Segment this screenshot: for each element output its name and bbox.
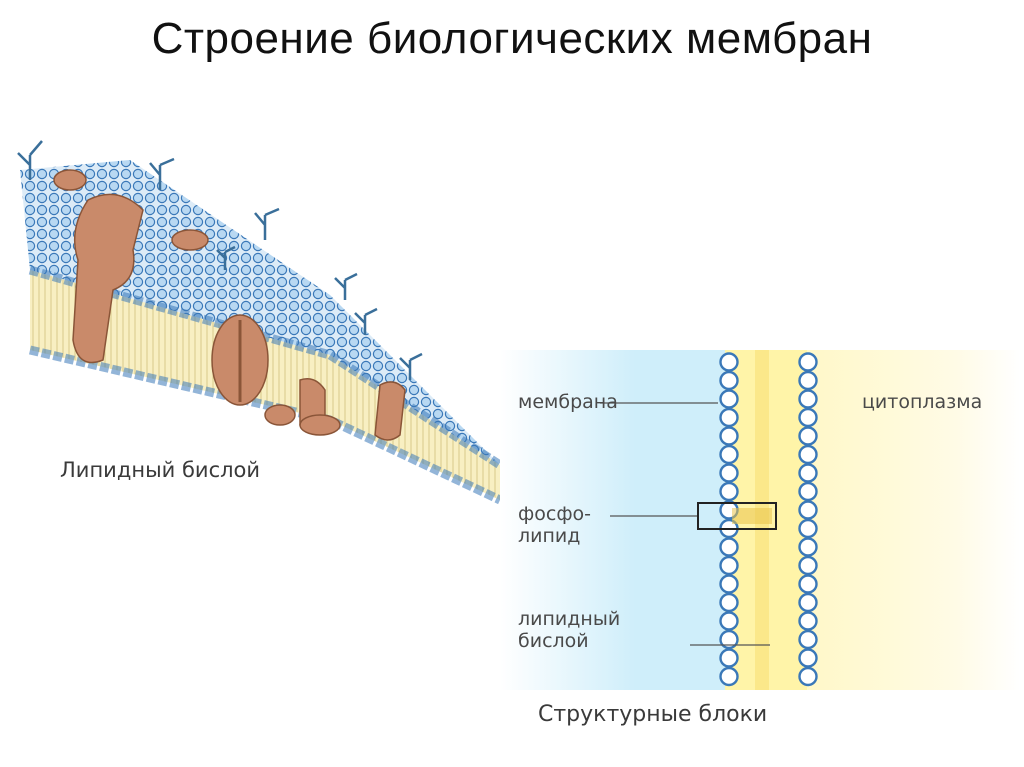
phospholipid-label: фосфо- липид bbox=[518, 503, 628, 547]
phospholipid-head bbox=[719, 555, 739, 576]
phospholipid-head bbox=[719, 592, 739, 613]
phospholipid-head bbox=[798, 518, 818, 539]
phospholipid-head bbox=[798, 500, 818, 520]
phospholipid-head bbox=[719, 574, 739, 594]
phospholipid-head bbox=[719, 444, 739, 465]
phospholipid-head bbox=[798, 611, 818, 631]
phospholipid-head bbox=[798, 370, 818, 391]
phospholipid-head bbox=[798, 555, 818, 576]
phospholipid-label-line2: липид bbox=[518, 525, 581, 547]
phospholipid-label-line1: фосфо- bbox=[518, 503, 592, 525]
bilayer-label: липидный бислой bbox=[518, 608, 628, 652]
phospholipid-head bbox=[798, 592, 818, 613]
lipid-bilayer-illustration bbox=[17, 140, 503, 505]
phospholipid-head bbox=[798, 574, 818, 594]
slide-title: Строение биологических мембран bbox=[151, 14, 873, 63]
bilayer-top-surface bbox=[20, 160, 500, 465]
phospholipid-head bbox=[719, 648, 739, 668]
phospholipid-head bbox=[798, 426, 818, 446]
phospholipid-head bbox=[719, 629, 739, 650]
phospholipid-heads-right bbox=[798, 352, 818, 687]
cytoplasm-label: цитоплазма bbox=[862, 391, 983, 413]
phospholipid-head bbox=[719, 370, 739, 391]
membrane-label: мембрана bbox=[518, 391, 618, 413]
phospholipid-head bbox=[719, 481, 739, 502]
phospholipid-head bbox=[719, 537, 739, 557]
cytoplasm-region bbox=[807, 350, 1020, 690]
phospholipid-head bbox=[798, 481, 818, 502]
phospholipid-head bbox=[798, 389, 818, 409]
phospholipid-head bbox=[798, 648, 818, 668]
phospholipid-box bbox=[697, 502, 777, 530]
phospholipid-head bbox=[798, 463, 818, 483]
lipid-bilayer-caption: Липидный бислой bbox=[60, 458, 261, 482]
phospholipid-head bbox=[798, 629, 818, 650]
phospholipid-head bbox=[719, 426, 739, 446]
phospholipid-head bbox=[719, 666, 739, 687]
outer-medium bbox=[500, 350, 725, 690]
phospholipid-head bbox=[719, 352, 739, 372]
phospholipid-head bbox=[798, 407, 818, 428]
phospholipid-head bbox=[719, 463, 739, 483]
phospholipid-head bbox=[798, 666, 818, 687]
phospholipid-head bbox=[719, 389, 739, 409]
phospholipid-head bbox=[719, 407, 739, 428]
phospholipid-head bbox=[719, 611, 739, 631]
phospholipid-head bbox=[798, 352, 818, 372]
membrane-protein-icon bbox=[53, 169, 406, 441]
phospholipid-head bbox=[798, 444, 818, 465]
glycoprotein-icon bbox=[17, 140, 423, 380]
bilayer-label-line1: липидный bbox=[518, 608, 621, 630]
phospholipid-head bbox=[798, 537, 818, 557]
structural-blocks-diagram bbox=[500, 350, 1020, 690]
structural-blocks-caption: Структурные блоки bbox=[538, 702, 768, 727]
bilayer-label-line2: бислой bbox=[518, 630, 589, 652]
